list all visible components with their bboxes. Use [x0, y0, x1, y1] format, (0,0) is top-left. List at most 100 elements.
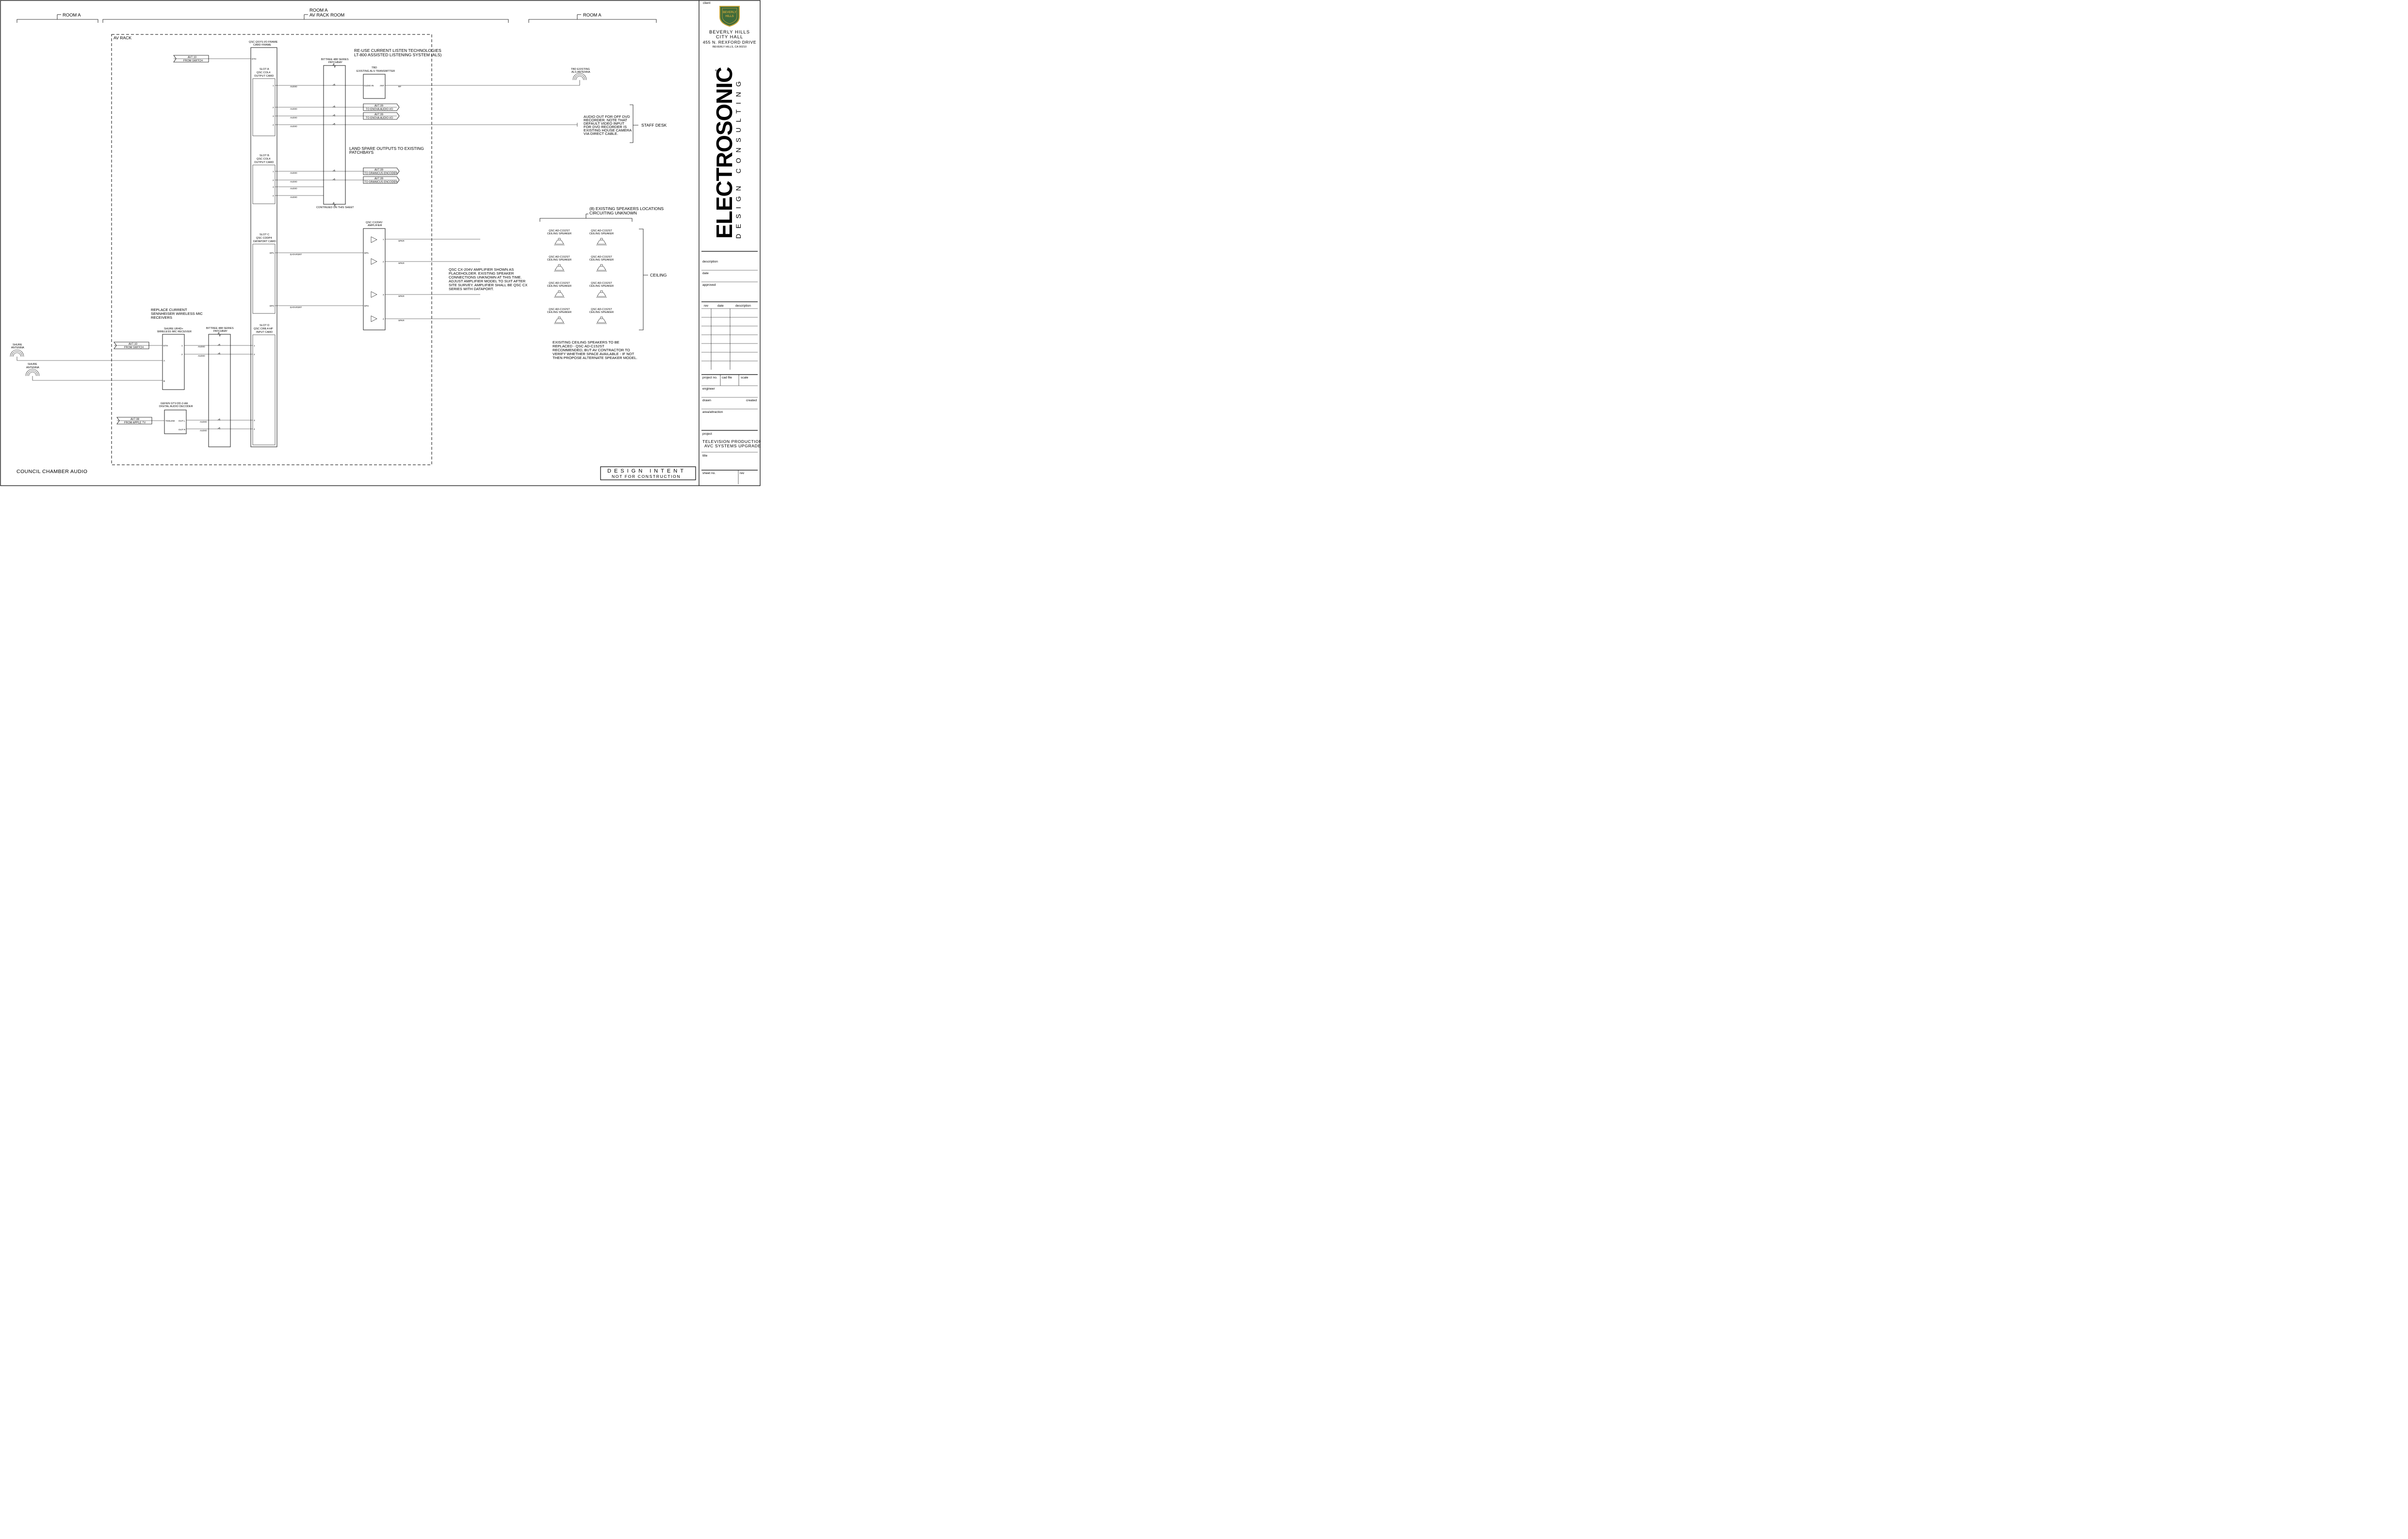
- patchbay-secondary-body: [208, 334, 231, 447]
- room-brackets: ROOM A ROOM A AV RACK ROOM ROOM A: [16, 7, 657, 23]
- room-left-label: ROOM A: [63, 12, 81, 17]
- switch-tag-mic-ref: AV7.10: [129, 343, 137, 346]
- shure-title-1: SHURE UR4D+: [164, 327, 183, 330]
- svg-text:3: 3: [254, 419, 255, 422]
- note-ceiling-line: REPLACED - QSC AD-C152ST: [553, 344, 604, 348]
- speaker-model: QSC AD-C152ST: [591, 282, 612, 285]
- als-audio-in: AUDIO IN: [364, 84, 374, 87]
- note-reuse-1: RE-USE CURRENT LISTEN TECHNOLOGIES: [354, 48, 441, 53]
- enova-tag-ref: AV7.09: [374, 114, 383, 116]
- tb-rev: rev: [704, 304, 709, 308]
- switch-tag-mic-desc: FROM SWITCH: [124, 346, 144, 349]
- als-antenna-line-2: ALS ANTENNA: [571, 71, 590, 74]
- granicus-tag-ref: AV7.09: [374, 178, 383, 180]
- tb-description: description: [702, 260, 718, 263]
- speaker-model: QSC AD-C152ST: [549, 229, 570, 232]
- svg-text:4: 4: [273, 195, 274, 197]
- note-replace-3: RECEIVERS: [151, 315, 172, 320]
- svg-text:4: 4: [254, 428, 255, 430]
- note-ceiling: EXISITING CEILING SPEAKERS TO BE REPLACE…: [553, 340, 637, 360]
- tb-project-no: project no.: [702, 376, 717, 379]
- speaker-icon: [596, 316, 607, 324]
- speaker-type: CEILING SPEAKER: [589, 232, 614, 235]
- speaker-type: CEILING SPEAKER: [589, 259, 614, 262]
- note-amp-line: ADJUST AMPLIFIER MODEL TO SUIT AFTER: [449, 279, 526, 283]
- slot-a-line-1: SLOT A: [260, 68, 269, 71]
- slot-b-outputs: 1 2 3 4 AUDIO AUDIO AUDIO AUDIO: [273, 169, 363, 198]
- svg-text:2: 2: [254, 353, 255, 356]
- granicus-tag-ref: AV7.09: [374, 169, 383, 172]
- note-ceiling-line: VERIFY WHETHER SPACE AVAILABLE - IF NOT: [553, 352, 635, 356]
- slot-a-line-2: QSC COL4: [257, 71, 270, 74]
- port-label: DP1: [364, 252, 369, 254]
- shure-receiver: SHURE UR4D+ WIRELESS MIC RECEIVER ETH 1 …: [157, 327, 192, 390]
- tb-client-name-1: BEVERLY HILLS: [709, 29, 750, 34]
- av-rack-boundary: [111, 34, 432, 465]
- note-amp-line: SITE SURVEY. AMPLIFIER SHALL BE QSC CX: [449, 283, 527, 287]
- shure-antenna-2: SHURE ANTENNA: [25, 363, 163, 381]
- svg-text:3: 3: [273, 186, 274, 188]
- slot-d-card: [252, 334, 276, 445]
- amp-title-1: QSC CX204V: [366, 221, 383, 224]
- speaker-type: CEILING SPEAKER: [547, 311, 571, 314]
- switch-tag-apple: AV7.08 FROM APPLE TV: [116, 417, 164, 425]
- svg-text:2: 2: [273, 106, 274, 109]
- amp-title-2: AMPLIFIER: [368, 224, 382, 227]
- switch-tag-top: AV7.10 FROM SWITCH: [173, 55, 251, 63]
- slot-d-line-3: INPUT CARD: [256, 331, 273, 334]
- note-dvd-line: DEFAULT VIDEO INPUT: [584, 121, 624, 126]
- switch-tag-top-ref: AV7.10: [188, 56, 196, 59]
- ceiling-label: CEILING: [650, 273, 667, 278]
- staff-desk-label: STAFF DESK: [641, 123, 667, 128]
- switch-tag-mic: AV7.10 FROM SWITCH: [114, 342, 163, 349]
- enova-tag-ref: AV7.09: [374, 105, 383, 108]
- seal-text-1: BEVERLY: [723, 11, 736, 14]
- als-rf: RF: [398, 85, 401, 88]
- note-land-1: LAND SPARE OUTPUTS TO EXISTING: [349, 146, 424, 151]
- signal-label: AUDIO: [290, 108, 297, 110]
- tb-project-label: project: [702, 432, 712, 436]
- slot-d-line-1: SLOT D: [260, 324, 269, 327]
- switch-tag-apple-ref: AV7.08: [130, 418, 139, 421]
- note-dvd-line: VIA DIRECT CABLE.: [584, 131, 618, 136]
- tb-rev-description: description: [735, 304, 751, 308]
- speaker-icon: [596, 264, 607, 272]
- note-ceiling-line: RECOMMENDED, BUT AV CONTRACTOR TO: [553, 348, 630, 352]
- svg-text:4: 4: [383, 318, 384, 320]
- tb-date: date: [702, 272, 709, 275]
- speaker-model: QSC AD-C152ST: [591, 308, 612, 311]
- speakers-group: (8) EXISTING SPEAKERS LOCATIONS CIRCUITI…: [539, 206, 667, 330]
- shure-antenna-1-l2: ANTENNA: [11, 346, 24, 349]
- revision-table: [701, 308, 758, 370]
- port-label: DP2: [270, 305, 274, 307]
- brand-wordmark: ELECTROSONIC: [712, 67, 737, 239]
- slot-c: SLOT C QSC CDDP4 DATAPORT CARD: [252, 233, 276, 314]
- svg-text:1: 1: [383, 238, 384, 241]
- signal-label: AUDIO: [290, 116, 297, 119]
- note-replace-1: REPLACE CURRENT: [151, 308, 187, 312]
- signal-label: SPKR: [398, 240, 405, 242]
- port-label: DP2: [364, 305, 369, 307]
- patchbay-main-title: BITTREE 488 SERIES: [321, 58, 349, 61]
- enova-tag-1: AV7.09 TO ENOVA AUDIO I/O: [363, 103, 400, 111]
- gefen-title-2: DIGITAL AUDIO DECODER: [159, 405, 193, 408]
- slot-c-line-2: QSC CDDP4: [256, 237, 272, 240]
- als-transmitter: TBD EXISTING ALS TRANSMITTER AUDIO IN AN…: [357, 66, 401, 99]
- stamp-line-1: DESIGN INTENT: [607, 468, 686, 474]
- port-label: DP1: [270, 252, 274, 254]
- frame-sub: CARD FRAME: [253, 44, 271, 47]
- note-amp-line: CONNECTIONS UNKNOWN AT THIS TIME.: [449, 275, 521, 279]
- signal-label: DATAPORT: [290, 253, 302, 256]
- speaker-type: CEILING SPEAKER: [547, 259, 571, 262]
- signal-label: AUDIO: [290, 85, 297, 88]
- signal-label: SPKR: [398, 262, 405, 264]
- speaker-icon: [596, 238, 607, 246]
- seal-text-2: HILLS: [725, 15, 733, 18]
- patchbay-continued: CONTINUED ON THIS SHEET: [316, 206, 354, 209]
- sheet-border: [0, 0, 761, 486]
- gefen-out-l: OUT L: [179, 420, 185, 422]
